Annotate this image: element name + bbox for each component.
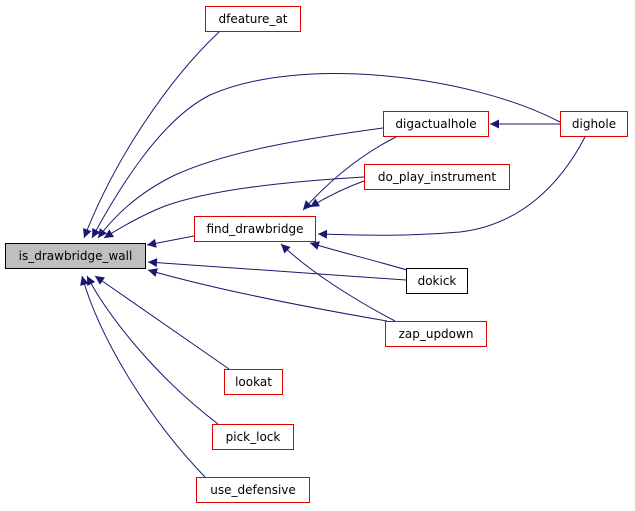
node-digactualhole[interactable]: digactualhole (383, 111, 489, 137)
edge-find-drawbridge-to-root (146, 235, 195, 248)
node-find-drawbridge[interactable]: find_drawbridge (194, 216, 316, 242)
edge-digactualhole-to-root (97, 127, 384, 239)
edge-dfeature-at-to-root (83, 31, 220, 239)
edge-dokick-to-root (147, 258, 407, 281)
edge-dighole-to-root (91, 73, 561, 239)
edge-lookat-to-root (94, 275, 230, 370)
edge-dighole-to-find-drawbridge (317, 136, 586, 239)
edge-zap-updown-to-find-drawbridge (280, 243, 396, 322)
node-pick-lock[interactable]: pick_lock (212, 424, 294, 450)
edge-zap-updown-to-root (147, 268, 388, 322)
edge-do-play-instrument-to-find-drawbridge (309, 180, 365, 208)
node-do-play-instrument[interactable]: do_play_instrument (364, 164, 510, 190)
node-is-drawbridge-wall[interactable]: is_drawbridge_wall (5, 243, 146, 269)
edge-do-play-instrument-to-root (103, 176, 365, 239)
node-dokick[interactable]: dokick (406, 268, 468, 294)
node-dfeature-at[interactable]: dfeature_at (205, 6, 301, 32)
edge-dokick-to-find-drawbridge (309, 241, 408, 271)
node-use-defensive[interactable]: use_defensive (196, 477, 310, 503)
node-dighole[interactable]: dighole (560, 111, 628, 137)
edge-use-defensive-to-root (80, 275, 206, 478)
edge-pick-lock-to-root (86, 275, 219, 425)
node-lookat[interactable]: lookat (224, 369, 283, 395)
node-zap-updown[interactable]: zap_updown (385, 321, 487, 347)
